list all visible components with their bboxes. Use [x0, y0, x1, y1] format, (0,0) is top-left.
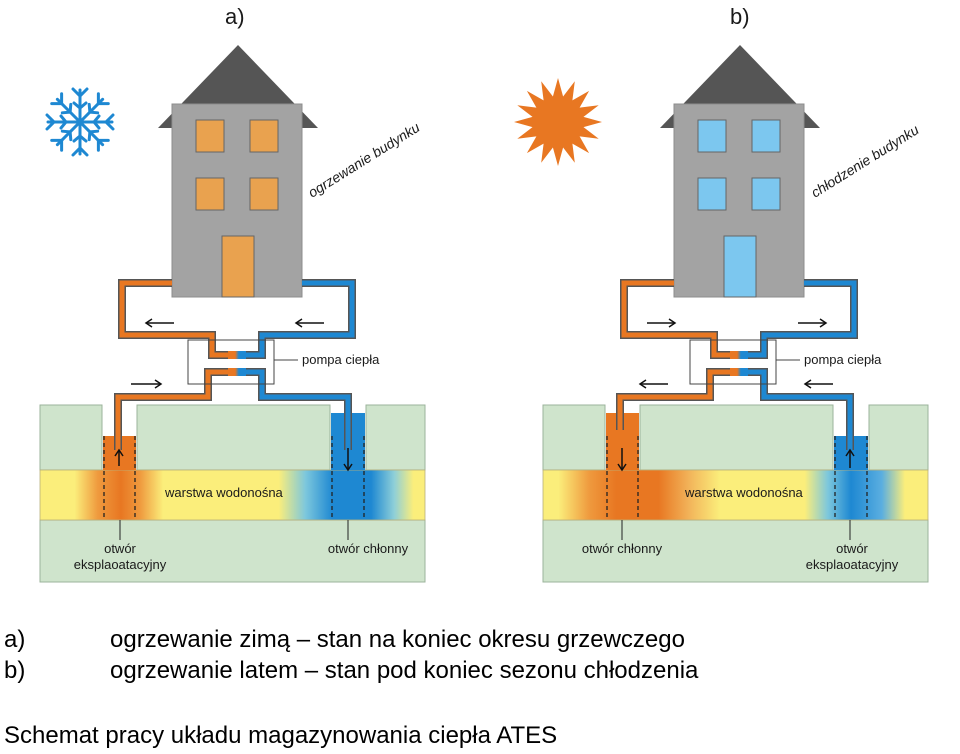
window [697, 119, 727, 153]
house [660, 45, 820, 298]
door [723, 235, 757, 298]
ground-block [868, 404, 929, 471]
window [697, 177, 727, 211]
ground-block [365, 404, 426, 471]
aquifer-label: warstwa wodonośna [164, 485, 284, 500]
heat-pump-box [689, 339, 777, 385]
caption-key: a) [4, 626, 26, 653]
well-label: eksplaoatacyjny [806, 557, 899, 572]
flow-arrows [617, 318, 855, 472]
panel-a: a) ogrzewanie budynku [39, 4, 426, 583]
window [751, 177, 781, 211]
house [158, 45, 318, 298]
aquifer-label: warstwa wodonośna [684, 485, 804, 500]
window [751, 119, 781, 153]
ground-block [639, 404, 834, 471]
diagonal-label: chłodzenie budynku [808, 121, 922, 200]
panel-b: b) chłodzenie budynku warstwa wodonośna [514, 4, 929, 583]
window [249, 119, 279, 153]
well-label: otwór chłonny [582, 541, 663, 556]
window [249, 177, 279, 211]
window [195, 119, 225, 153]
caption-text: ogrzewanie zimą – stan na koniec okresu … [110, 626, 685, 653]
figure-title: Schemat pracy układu magazynowania ciepł… [4, 722, 558, 749]
ground-block [39, 404, 103, 471]
diagonal-label: ogrzewanie budynku [305, 119, 423, 201]
sun-icon [514, 78, 602, 166]
ground-block [542, 404, 606, 471]
ground-block [542, 519, 929, 583]
panel-letter: b) [730, 4, 750, 29]
well-label: eksplaoatacyjny [74, 557, 167, 572]
well-label: otwór [104, 541, 136, 556]
ates-diagram: a) ogrzewanie budynku [39, 4, 929, 583]
well-label: otwór [836, 541, 868, 556]
flow-arrows [114, 318, 353, 472]
caption-text: ogrzewanie latem – stan pod koniec sezon… [110, 657, 699, 684]
heat-pump-box [187, 339, 275, 385]
window [195, 177, 225, 211]
panel-letter: a) [225, 4, 245, 29]
door [221, 235, 255, 298]
pump-label: pompa ciepła [804, 352, 882, 367]
pump-label: pompa ciepła [302, 352, 380, 367]
caption-key: b) [4, 657, 26, 684]
well-label: otwór chłonny [328, 541, 409, 556]
ground-block [136, 404, 331, 471]
snowflake-icon [45, 87, 115, 157]
